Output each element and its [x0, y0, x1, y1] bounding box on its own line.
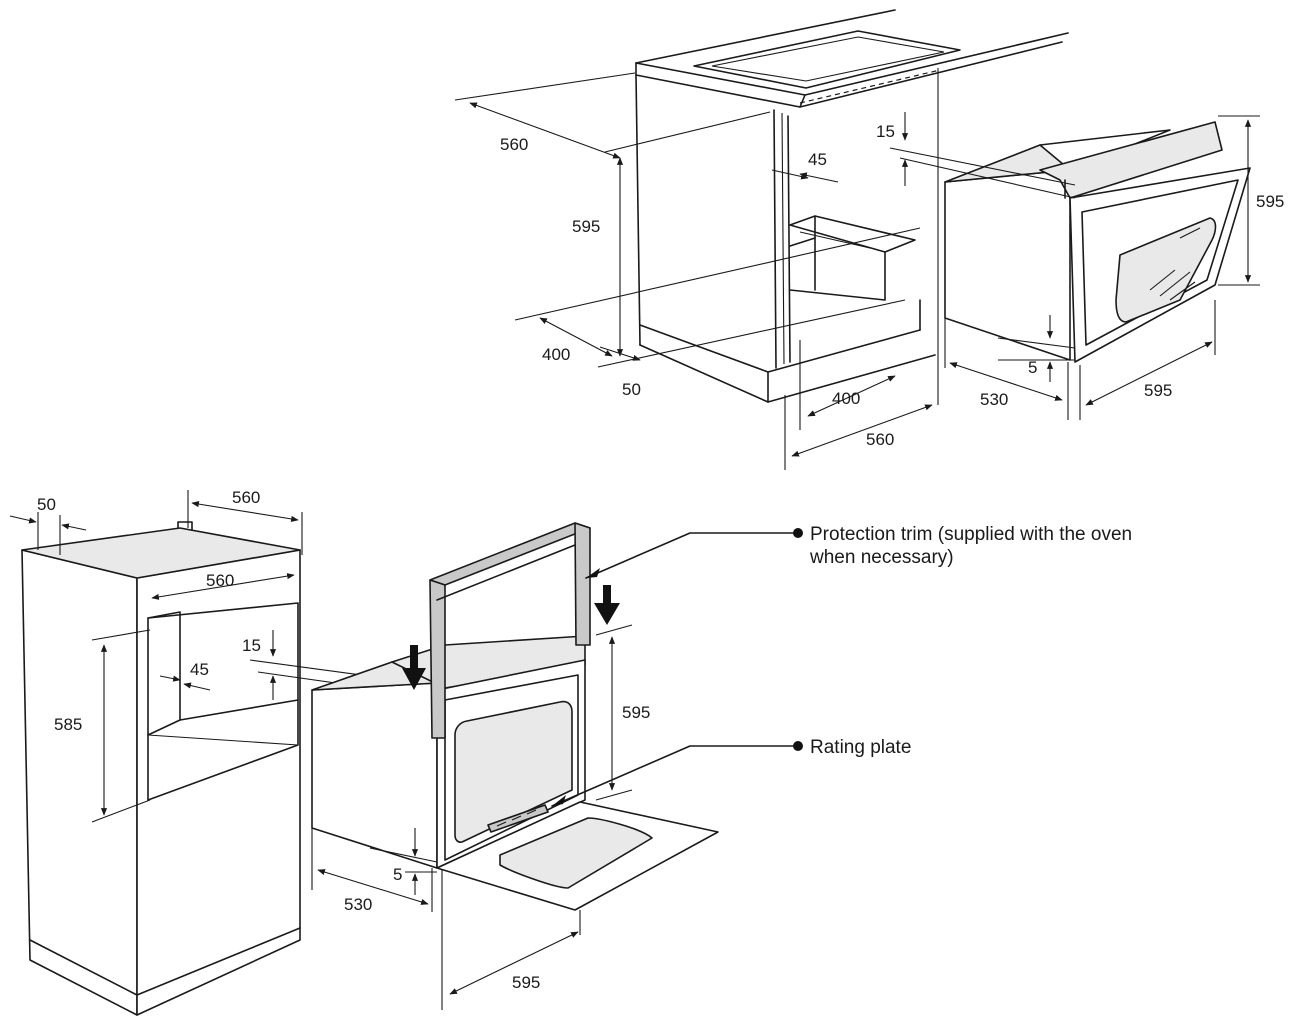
column-cabinet-dimensions: 50 560 560 585 45 15: [9, 488, 421, 823]
top-oven-dimensions: 15 595 5 530 595: [876, 112, 1284, 420]
dim-595-oven-width: 595: [1144, 381, 1172, 400]
bottom-oven-dimensions: 595 5 530 595: [311, 624, 650, 1010]
dim-560-width: 560: [866, 430, 894, 449]
dim-560-depth: 560: [500, 135, 528, 154]
dim-530-depth: 530: [980, 390, 1008, 409]
callout-rating-plate: Rating plate: [551, 737, 911, 807]
dim-45-gap: 45: [808, 150, 827, 169]
top-cabinet-dimensions: 560 595 45 400 50 400 560: [454, 68, 939, 470]
dim-530-depth-bottom: 530: [344, 895, 372, 914]
dim-595-oven-width-bottom: 595: [512, 973, 540, 992]
dim-5-gap-bottom: 5: [393, 865, 402, 884]
down-arrow-icon: [402, 645, 426, 690]
dim-50-offset-bottom: 50: [37, 495, 56, 514]
down-arrow-icon: [594, 585, 620, 625]
rating-plate-label: Rating plate: [810, 737, 911, 758]
dim-400-left: 400: [542, 345, 570, 364]
dim-595-oven-height-bottom: 595: [622, 703, 650, 722]
top-oven: [944, 121, 1251, 363]
dim-400-bottom: 400: [832, 389, 860, 408]
dim-595-cabinet-height: 595: [572, 217, 600, 236]
protection-trim-label-line2: when necessary): [809, 547, 954, 568]
dim-5-gap: 5: [1028, 358, 1037, 377]
dim-15-gap-bottom: 15: [242, 636, 261, 655]
bottom-oven: [311, 635, 719, 911]
dim-560-top: 560: [232, 488, 260, 507]
dim-595-oven-height: 595: [1256, 192, 1284, 211]
dim-50-offset: 50: [622, 380, 641, 399]
protection-trim-label-line1: Protection trim (supplied with the oven: [810, 524, 1132, 545]
column-cabinet: [21, 521, 301, 1016]
top-cabinet: [635, 9, 1069, 403]
dim-15-gap: 15: [876, 122, 895, 141]
dim-585-niche-height: 585: [54, 715, 82, 734]
dim-560-inner: 560: [206, 571, 234, 590]
dim-45-gap-bottom: 45: [190, 660, 209, 679]
protection-trim: [402, 522, 620, 739]
callout-protection-trim: Protection trim (supplied with the oven …: [585, 524, 1132, 579]
